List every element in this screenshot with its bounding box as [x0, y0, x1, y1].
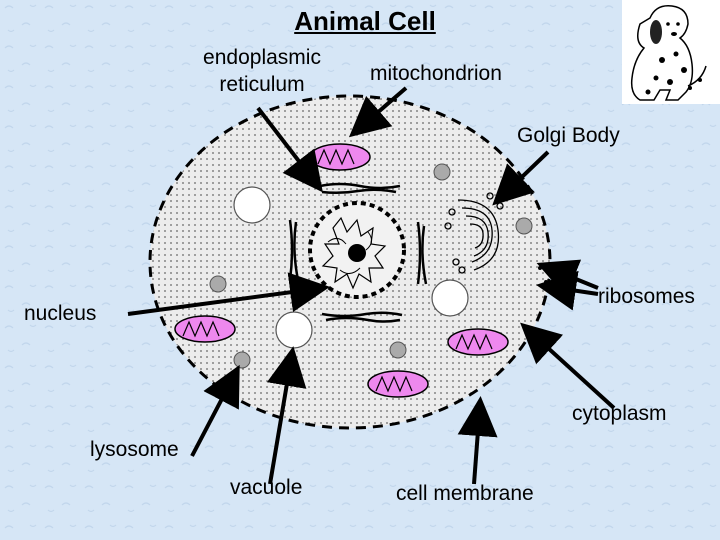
mitochondrion [447, 328, 509, 356]
arrow-nucleus [127, 272, 330, 316]
lysosome [209, 275, 227, 293]
label-lysosome: lysosome [90, 438, 179, 461]
label-ribosomes: ribosomes [598, 285, 695, 308]
arrow-cell-membrane [457, 396, 498, 485]
arrow-vacuole [266, 346, 307, 485]
vacuole [233, 186, 271, 224]
mitochondrion [367, 370, 429, 398]
lysosome [233, 351, 251, 369]
label-endoplasmic-reticulum-line2: reticulum [219, 73, 305, 96]
arrow-endoplasmic-reticulum [256, 106, 323, 193]
arrow-golgi-body [492, 150, 550, 206]
label-golgi-body: Golgi Body [517, 124, 620, 147]
diagram-title: Animal Cell [294, 6, 436, 36]
lysosome [515, 217, 533, 235]
arrow-lysosome [190, 364, 240, 457]
label-endoplasmic-reticulum-line1: endoplasmic [203, 46, 321, 69]
arrow-mitochondrion [348, 86, 408, 138]
label-vacuole: vacuole [230, 476, 303, 499]
vacuole [431, 279, 469, 317]
vacuole [275, 311, 313, 349]
label-nucleus: nucleus [24, 302, 97, 325]
mitochondrion [309, 143, 371, 171]
lysosome [389, 341, 407, 359]
mitochondrion [174, 315, 236, 343]
label-endoplasmic-reticulum: endoplasmic reticulum [182, 44, 342, 98]
endoplasmic-reticulum [288, 182, 428, 323]
golgi-body [444, 192, 504, 274]
arrow-cytoplasm [520, 322, 616, 410]
nucleolus [348, 244, 366, 262]
arrow-ribosomes-b [536, 270, 599, 311]
lysosomes [209, 163, 533, 369]
label-cytoplasm: cytoplasm [572, 402, 667, 425]
lysosome [433, 163, 451, 181]
pointer-arrows [127, 86, 616, 485]
vacuoles [233, 186, 469, 349]
nucleus [308, 201, 406, 299]
dalmatian-dog-icon [622, 0, 720, 104]
mitochondria [174, 143, 509, 398]
label-mitochondrion: mitochondrion [370, 62, 502, 85]
label-cell-membrane: cell membrane [396, 482, 534, 505]
